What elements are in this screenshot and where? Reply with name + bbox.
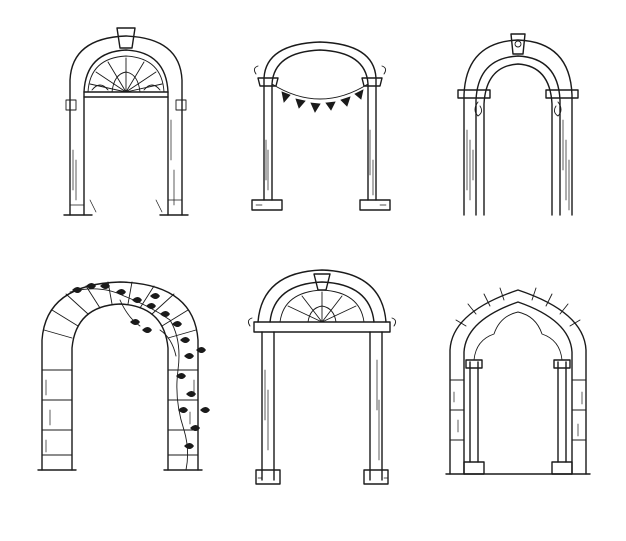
vine-covered-stone-arch bbox=[37, 281, 210, 471]
bunting-column-arch bbox=[251, 41, 391, 211]
keystone-pilaster-arch bbox=[457, 33, 579, 216]
gothic-brick-arch bbox=[445, 287, 591, 475]
sunburst-doorway-arch bbox=[247, 269, 397, 485]
fanlight-stone-arch bbox=[63, 27, 189, 216]
vine-leaves bbox=[72, 283, 210, 449]
